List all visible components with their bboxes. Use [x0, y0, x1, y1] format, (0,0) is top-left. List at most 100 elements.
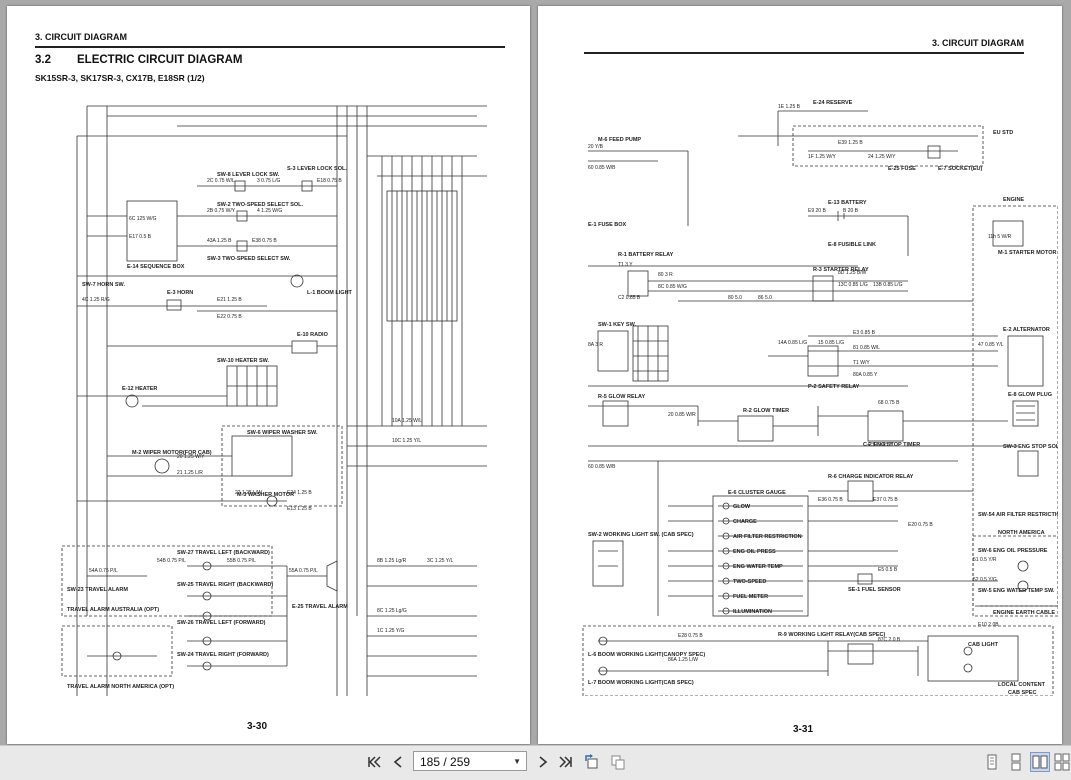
svg-text:R-2 GLOW TIMER: R-2 GLOW TIMER	[743, 408, 789, 414]
header-rule	[584, 52, 1024, 54]
svg-text:15 0.85 L/G: 15 0.85 L/G	[818, 340, 844, 346]
svg-text:CHARGE: CHARGE	[733, 519, 757, 525]
page-3-30: 3. CIRCUIT DIAGRAM 3.2 ELECTRIC CIRCUIT …	[7, 6, 530, 744]
svg-text:GLOW: GLOW	[733, 504, 751, 510]
svg-text:E36 0.75 B: E36 0.75 B	[818, 497, 843, 503]
svg-text:21 1.25 L/R: 21 1.25 L/R	[177, 470, 203, 476]
svg-text:E13 1.25 B: E13 1.25 B	[287, 506, 312, 512]
svg-text:M-2 WIPER MOTOR(FOR CAB): M-2 WIPER MOTOR(FOR CAB)	[132, 450, 212, 456]
svg-text:80 3 R: 80 3 R	[658, 272, 673, 278]
svg-text:E9 20 B: E9 20 B	[808, 208, 826, 214]
svg-text:SW-1 KEY SW.: SW-1 KEY SW.	[598, 322, 636, 328]
svg-text:SW-2 TWO-SPEED SELECT SOL.: SW-2 TWO-SPEED SELECT SOL.	[217, 202, 304, 208]
svg-text:E38 0.75 B: E38 0.75 B	[252, 238, 277, 244]
left-circuit-diagram: 6C 125 W/G E17 0.5 B 2C 0.75 W/L 3 0.75 …	[61, 105, 487, 696]
two-page-view-icon[interactable]	[1030, 752, 1050, 772]
page-selector[interactable]: 185 / 259 ▼	[413, 751, 527, 771]
svg-text:E10 2.0B: E10 2.0B	[978, 622, 999, 628]
page-title: ELECTRIC CIRCUIT DIAGRAM	[77, 54, 243, 66]
svg-text:SW-2 WORKING LIGHT SW. (CAB SP: SW-2 WORKING LIGHT SW. (CAB SPEC)	[588, 532, 694, 538]
svg-text:SW-23 TRAVEL ALARM: SW-23 TRAVEL ALARM	[67, 587, 128, 593]
single-page-view-icon[interactable]	[982, 752, 1002, 772]
svg-text:L-1 BOOM LIGHT: L-1 BOOM LIGHT	[307, 290, 353, 296]
svg-text:R-5 GLOW RELAY: R-5 GLOW RELAY	[598, 394, 645, 400]
svg-text:E3 0.85 B: E3 0.85 B	[853, 330, 876, 336]
svg-text:55A 0.75 P/L: 55A 0.75 P/L	[289, 568, 318, 574]
svg-text:SW-26 TRAVEL LEFT (FORWARD): SW-26 TRAVEL LEFT (FORWARD)	[177, 620, 266, 626]
svg-text:SE-1 FUEL SENSOR: SE-1 FUEL SENSOR	[848, 587, 901, 593]
continuous-view-icon[interactable]	[1006, 752, 1026, 772]
svg-text:CAB SPEC: CAB SPEC	[1008, 690, 1036, 696]
section-number: 3.2	[35, 54, 51, 66]
svg-text:T1 W/Y: T1 W/Y	[853, 360, 870, 366]
last-page-icon[interactable]	[558, 754, 574, 770]
svg-text:4C 1.25 R/G: 4C 1.25 R/G	[82, 297, 110, 303]
viewer-toolbar: 185 / 259 ▼	[0, 745, 1071, 780]
section-header: 3. CIRCUIT DIAGRAM	[932, 38, 1024, 48]
svg-text:E-6 CLUSTER GAUGE: E-6 CLUSTER GAUGE	[728, 490, 786, 496]
prev-page-icon[interactable]	[390, 754, 406, 770]
svg-text:E5 0.5 B: E5 0.5 B	[878, 567, 898, 573]
svg-text:E-13 BATTERY: E-13 BATTERY	[828, 200, 867, 206]
svg-text:2B 0.75 W/Y: 2B 0.75 W/Y	[207, 208, 236, 214]
page-subtitle: SK15SR-3, SK17SR-3, CX17B, E18SR (1/2)	[35, 73, 205, 83]
svg-text:20 1.25 W/Y: 20 1.25 W/Y	[177, 454, 205, 460]
svg-text:SW-25 TRAVEL RIGHT (BACKWARD): SW-25 TRAVEL RIGHT (BACKWARD)	[177, 582, 273, 588]
svg-text:SW-24 TRAVEL RIGHT (FORWARD): SW-24 TRAVEL RIGHT (FORWARD)	[177, 652, 269, 658]
page-indicator: 185 / 259	[420, 755, 471, 769]
header-rule	[35, 46, 505, 48]
page-3-31: 3. CIRCUIT DIAGRAM	[538, 6, 1062, 744]
svg-text:SW-8 LEVER LOCK SW.: SW-8 LEVER LOCK SW.	[217, 172, 280, 178]
svg-text:22 1.25 L/W: 22 1.25 L/W	[235, 490, 262, 496]
chevron-down-icon: ▼	[513, 757, 521, 766]
svg-text:M-3 WASHER MOTOR: M-3 WASHER MOTOR	[237, 492, 294, 498]
next-page-icon[interactable]	[535, 754, 551, 770]
svg-text:47 0.85 Y/L: 47 0.85 Y/L	[978, 342, 1004, 348]
svg-text:20 0.85 W/R: 20 0.85 W/R	[668, 412, 696, 418]
svg-text:51 0.5 Y/R: 51 0.5 Y/R	[973, 557, 997, 563]
first-page-icon[interactable]	[366, 754, 382, 770]
svg-text:E-14 SEQUENCE BOX: E-14 SEQUENCE BOX	[127, 264, 185, 270]
svg-text:R-3 STARTER RELAY: R-3 STARTER RELAY	[813, 267, 869, 273]
svg-text:E18 0.75 B: E18 0.75 B	[317, 178, 342, 184]
svg-text:E39 1.25 B: E39 1.25 B	[838, 140, 863, 146]
svg-text:2C 0.75 W/L: 2C 0.75 W/L	[207, 178, 235, 184]
svg-text:55B 0.75 P/L: 55B 0.75 P/L	[227, 558, 256, 564]
svg-text:E-7 SOCKET(EU): E-7 SOCKET(EU)	[938, 166, 982, 172]
svg-text:E30 0.85 B: E30 0.85 B	[868, 442, 893, 448]
svg-text:SW-3 TWO-SPEED SELECT SW.: SW-3 TWO-SPEED SELECT SW.	[207, 256, 291, 262]
svg-text:NORTH AMERICA: NORTH AMERICA	[998, 530, 1045, 536]
svg-text:8C 0.85 W/G: 8C 0.85 W/G	[658, 284, 687, 290]
svg-text:E20 0.75 B: E20 0.75 B	[908, 522, 933, 528]
svg-text:86A 1.25 L/W: 86A 1.25 L/W	[668, 657, 698, 663]
svg-text:E-1 FUSE BOX: E-1 FUSE BOX	[588, 222, 627, 228]
svg-text:P-2 SAFETY RELAY: P-2 SAFETY RELAY	[808, 384, 860, 390]
svg-text:14A 0.85 L/G: 14A 0.85 L/G	[778, 340, 807, 346]
document-viewer[interactable]: 3. CIRCUIT DIAGRAM 3.2 ELECTRIC CIRCUIT …	[0, 0, 1071, 745]
svg-text:1F 1.25 W/Y: 1F 1.25 W/Y	[808, 154, 836, 160]
svg-text:SW-6 WIPER WASHER SW.: SW-6 WIPER WASHER SW.	[247, 430, 318, 436]
svg-text:8B 1.25 Lg/R: 8B 1.25 Lg/R	[377, 558, 407, 564]
svg-text:ILLUMINATION: ILLUMINATION	[733, 609, 772, 615]
svg-text:TRAVEL ALARM AUSTRALIA (OPT): TRAVEL ALARM AUSTRALIA (OPT)	[67, 607, 159, 613]
svg-text:TWO-SPEED: TWO-SPEED	[733, 579, 766, 585]
svg-text:87C 2.0 B: 87C 2.0 B	[878, 637, 901, 643]
svg-text:E21 1.25 B: E21 1.25 B	[217, 297, 242, 303]
svg-text:11h 5 W/R: 11h 5 W/R	[988, 234, 1012, 240]
svg-text:SW-3 ENG STOP SOL.: SW-3 ENG STOP SOL.	[1003, 444, 1058, 450]
svg-text:86 5.0: 86 5.0	[758, 295, 772, 301]
svg-text:13B 0.85 L/G: 13B 0.85 L/G	[873, 282, 903, 288]
svg-text:60 0.85 W/B: 60 0.85 W/B	[588, 165, 616, 171]
svg-text:43A 1.25 B: 43A 1.25 B	[207, 238, 232, 244]
svg-text:E17 0.5 B: E17 0.5 B	[129, 234, 152, 240]
svg-text:E37 0.75 B: E37 0.75 B	[873, 497, 898, 503]
svg-text:8C 1.25 Lg/G: 8C 1.25 Lg/G	[377, 608, 407, 614]
svg-text:E24 1.25 B: E24 1.25 B	[287, 490, 312, 496]
svg-text:T1 3 Y: T1 3 Y	[618, 262, 633, 268]
copy-icon[interactable]	[610, 754, 626, 770]
svg-text:68 0.75 B: 68 0.75 B	[878, 400, 900, 406]
rotate-icon[interactable]	[584, 754, 600, 770]
svg-text:E22 0.75 B: E22 0.75 B	[217, 314, 242, 320]
svg-text:L-6 BOOM WORKING LIGHT(CANOPY: L-6 BOOM WORKING LIGHT(CANOPY SPEC)	[588, 652, 705, 658]
two-page-continuous-view-icon[interactable]	[1052, 752, 1071, 772]
